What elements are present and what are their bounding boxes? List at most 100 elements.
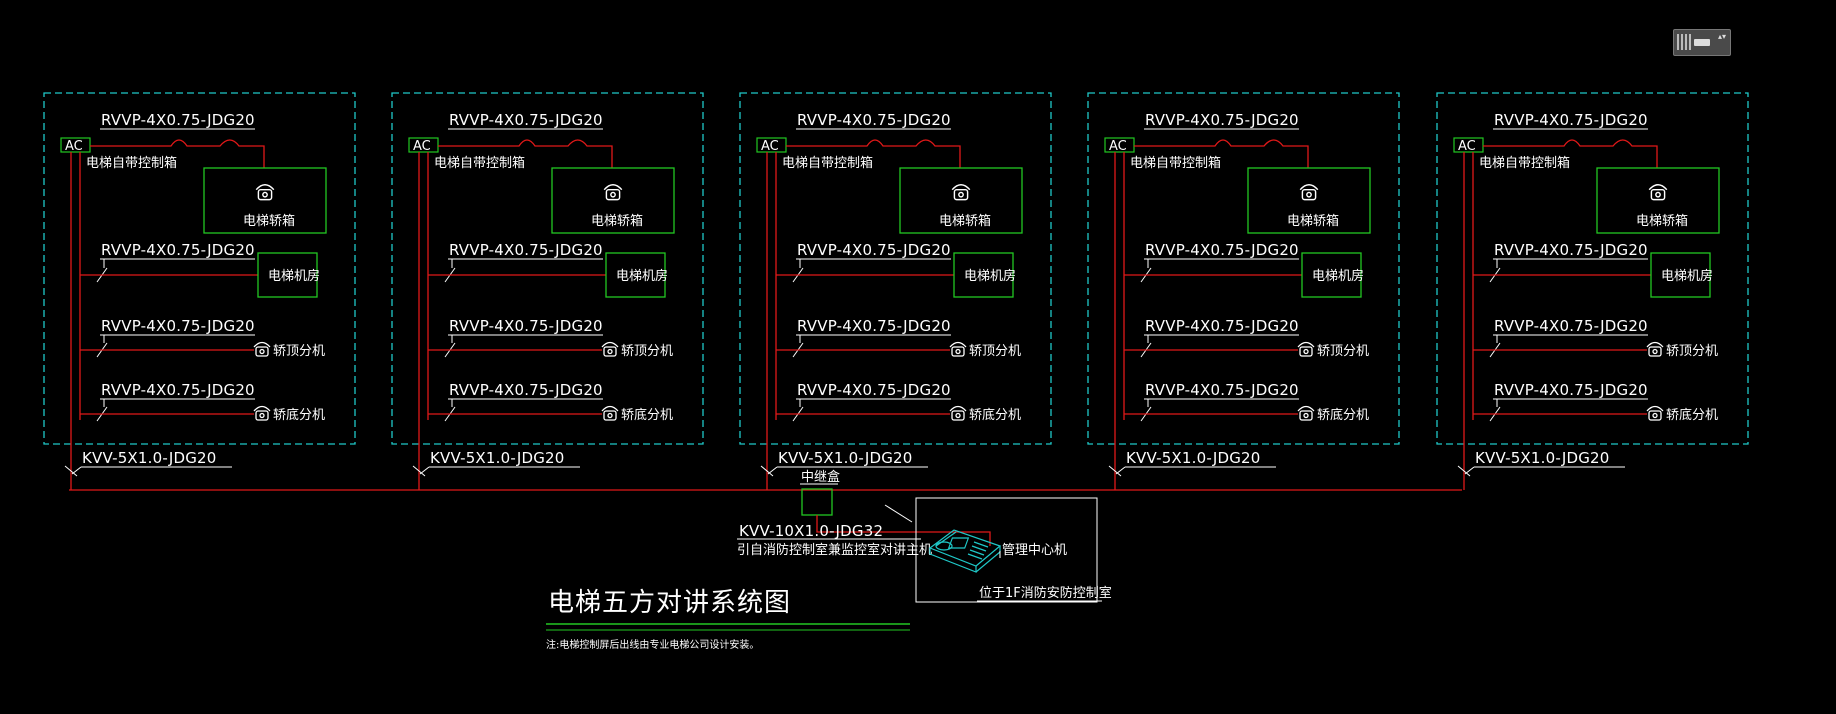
pit-intercom-icon-handset [949, 405, 967, 412]
car-intercom-icon-handset [1299, 184, 1319, 191]
car-top-intercom-icon-dial [259, 348, 265, 355]
main-cable-tick [884, 504, 913, 523]
pit-intercom-icon-handset [1646, 405, 1664, 412]
relay-label: 中继盒 [801, 469, 840, 485]
pit-intercom-icon [1646, 405, 1664, 421]
trunk-tick [1457, 465, 1471, 477]
pit-intercom-icon-dial [607, 412, 613, 419]
cable-1-line [1134, 139, 1309, 168]
pit-intercom-icon [253, 405, 271, 421]
cable-2-label: RVVP-4X0.75-JDG20 [1145, 241, 1299, 259]
car-box-label: 电梯轿箱 [1636, 213, 1688, 229]
pit-intercom-icon-body [255, 410, 269, 421]
car-top-intercom-icon-handset [253, 341, 271, 348]
car-intercom-icon-body [953, 188, 969, 201]
machine-room-box [257, 252, 318, 298]
trunk-label: KVV-5X1.0-JDG20 [430, 449, 565, 467]
car-top-intercom-icon [1297, 341, 1315, 357]
pit-intercom-icon-dial [1652, 412, 1658, 419]
car-top-intercom-icon-body [603, 346, 617, 357]
pit-intercom-icon [949, 405, 967, 421]
car-box [1596, 167, 1720, 234]
car-top-intercom-icon-body [255, 346, 269, 357]
ac-label: AC [413, 139, 431, 154]
view-cube-icon [1677, 34, 1691, 50]
ac-label: AC [1109, 139, 1127, 154]
cable-2-label: RVVP-4X0.75-JDG20 [449, 241, 603, 259]
cable-1-label: RVVP-4X0.75-JDG20 [1145, 111, 1299, 129]
car-top-intercom-icon-body [951, 346, 965, 357]
updown-arrow-icon[interactable]: ▴▾ [1717, 32, 1726, 41]
machine-room-label: 电梯机房 [268, 268, 320, 284]
pit-intercom-icon-dial [955, 412, 961, 419]
pit-intercom-icon-dial [259, 412, 265, 419]
management-room-box [915, 497, 1098, 603]
car-top-intercom-icon-dial [1652, 348, 1658, 355]
car-intercom-icon-dial [1655, 191, 1661, 198]
pit-label: 轿底分机 [1317, 407, 1369, 423]
cable-3-label: RVVP-4X0.75-JDG20 [1145, 317, 1299, 335]
car-top-intercom-icon [253, 341, 271, 357]
cable-3-label: RVVP-4X0.75-JDG20 [101, 317, 255, 335]
cable-3-label: RVVP-4X0.75-JDG20 [797, 317, 951, 335]
cable-4-label: RVVP-4X0.75-JDG20 [449, 381, 603, 399]
management-location: 位于1F消防安防控制室 [979, 585, 1112, 601]
cable-4-label: RVVP-4X0.75-JDG20 [1145, 381, 1299, 399]
car-intercom-icon [255, 184, 275, 201]
relay-to-manager-line [816, 515, 991, 546]
view-cube-widget[interactable]: ▴▾ [1673, 29, 1731, 56]
controller-label: 电梯自带控制箱 [86, 155, 177, 171]
pit-intercom-icon-handset [601, 405, 619, 412]
car-top-label: 轿顶分机 [1666, 344, 1718, 359]
cable-1-line [1483, 139, 1658, 168]
car-intercom-icon-handset [603, 184, 623, 191]
controller-label: 电梯自带控制箱 [434, 155, 525, 171]
machine-room-box [605, 252, 666, 298]
panel-boundary [739, 92, 1052, 445]
elevator-panel-4: AC电梯自带控制箱RVVP-4X0.75-JDG20电梯轿箱RVVP-4X0.7… [1087, 92, 1400, 490]
trunk-label: KVV-5X1.0-JDG20 [82, 449, 217, 467]
controller-label: 电梯自带控制箱 [1479, 155, 1570, 171]
car-top-label: 轿顶分机 [621, 344, 673, 359]
car-intercom-icon-dial [610, 191, 616, 198]
car-intercom-icon-dial [1306, 191, 1312, 198]
car-box-label: 电梯轿箱 [1287, 213, 1339, 229]
trunk-tick [412, 465, 426, 477]
pit-label: 轿底分机 [621, 407, 673, 423]
trunk-tick [760, 465, 774, 477]
view-bar-icon [1694, 39, 1710, 46]
cable-3-label: RVVP-4X0.75-JDG20 [1494, 317, 1648, 335]
main-cable-source: 引自消防控制室兼监控室对讲主机 [737, 542, 932, 558]
pit-intercom-icon-body [1648, 410, 1662, 421]
car-top-label: 轿顶分机 [273, 344, 325, 359]
car-box-label: 电梯轿箱 [591, 213, 643, 229]
car-intercom-icon-handset [255, 184, 275, 191]
car-top-label: 轿顶分机 [1317, 344, 1369, 359]
pit-label: 轿底分机 [273, 407, 325, 423]
car-intercom-icon-body [1301, 188, 1317, 201]
car-intercom-icon [1648, 184, 1668, 201]
cable-2-label: RVVP-4X0.75-JDG20 [101, 241, 255, 259]
car-top-intercom-icon [949, 341, 967, 357]
car-box [203, 167, 327, 234]
trunk-label: KVV-5X1.0-JDG20 [1126, 449, 1261, 467]
cable-1-label: RVVP-4X0.75-JDG20 [797, 111, 951, 129]
pit-intercom-icon-body [951, 410, 965, 421]
pit-intercom-icon [1297, 405, 1315, 421]
car-top-intercom-icon-dial [607, 348, 613, 355]
controller-label: 电梯自带控制箱 [782, 155, 873, 171]
machine-room-label: 电梯机房 [1661, 268, 1713, 284]
car-intercom-icon-body [257, 188, 273, 201]
management-label: 管理中心机 [1002, 543, 1067, 558]
panel-boundary [1087, 92, 1400, 445]
car-intercom-icon-dial [958, 191, 964, 198]
cable-1-label: RVVP-4X0.75-JDG20 [1494, 111, 1648, 129]
machine-room-label: 电梯机房 [964, 268, 1016, 284]
trunk-label: KVV-5X1.0-JDG20 [778, 449, 913, 467]
machine-room-box [1650, 252, 1711, 298]
panel-boundary [1436, 92, 1749, 445]
pit-label: 轿底分机 [1666, 407, 1718, 423]
cable-1-label: RVVP-4X0.75-JDG20 [101, 111, 255, 129]
cable-1-line [786, 139, 961, 168]
